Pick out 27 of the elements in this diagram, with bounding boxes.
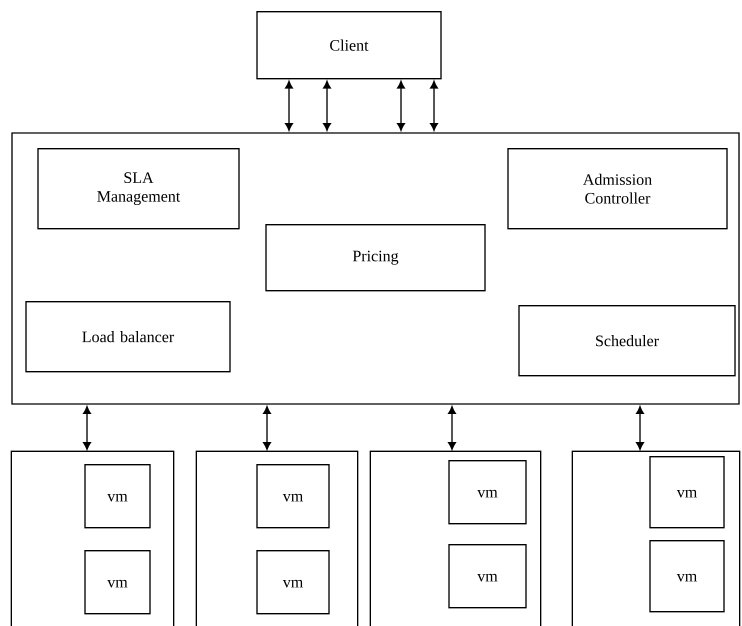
- component-box: vm: [649, 456, 725, 528]
- arrow: [397, 80, 405, 131]
- component-box: vm: [84, 550, 151, 614]
- component-box: vm: [649, 540, 725, 612]
- arrow: [636, 406, 644, 450]
- arrow: [323, 80, 331, 131]
- component-box: vm: [256, 550, 330, 614]
- component-box: Load balancer: [25, 301, 231, 372]
- arrow: [430, 80, 438, 131]
- component-box: vm: [448, 460, 527, 524]
- arrow: [263, 406, 271, 450]
- component-box: Admission Controller: [507, 148, 728, 230]
- server-box: [10, 450, 174, 626]
- arrow: [285, 80, 293, 131]
- component-box: vm: [84, 464, 151, 528]
- component-box: vm: [448, 544, 527, 608]
- component-box: Scheduler: [518, 305, 736, 376]
- component-box: SLA Management: [37, 148, 240, 230]
- component-box: Client: [256, 11, 442, 80]
- server-box: [196, 450, 358, 626]
- server-box: [370, 450, 542, 626]
- arrow: [83, 406, 91, 450]
- server-box: [11, 132, 740, 405]
- component-box: vm: [256, 464, 330, 528]
- server-box: [572, 450, 740, 626]
- arrow: [448, 406, 456, 450]
- component-box: Pricing: [265, 224, 486, 292]
